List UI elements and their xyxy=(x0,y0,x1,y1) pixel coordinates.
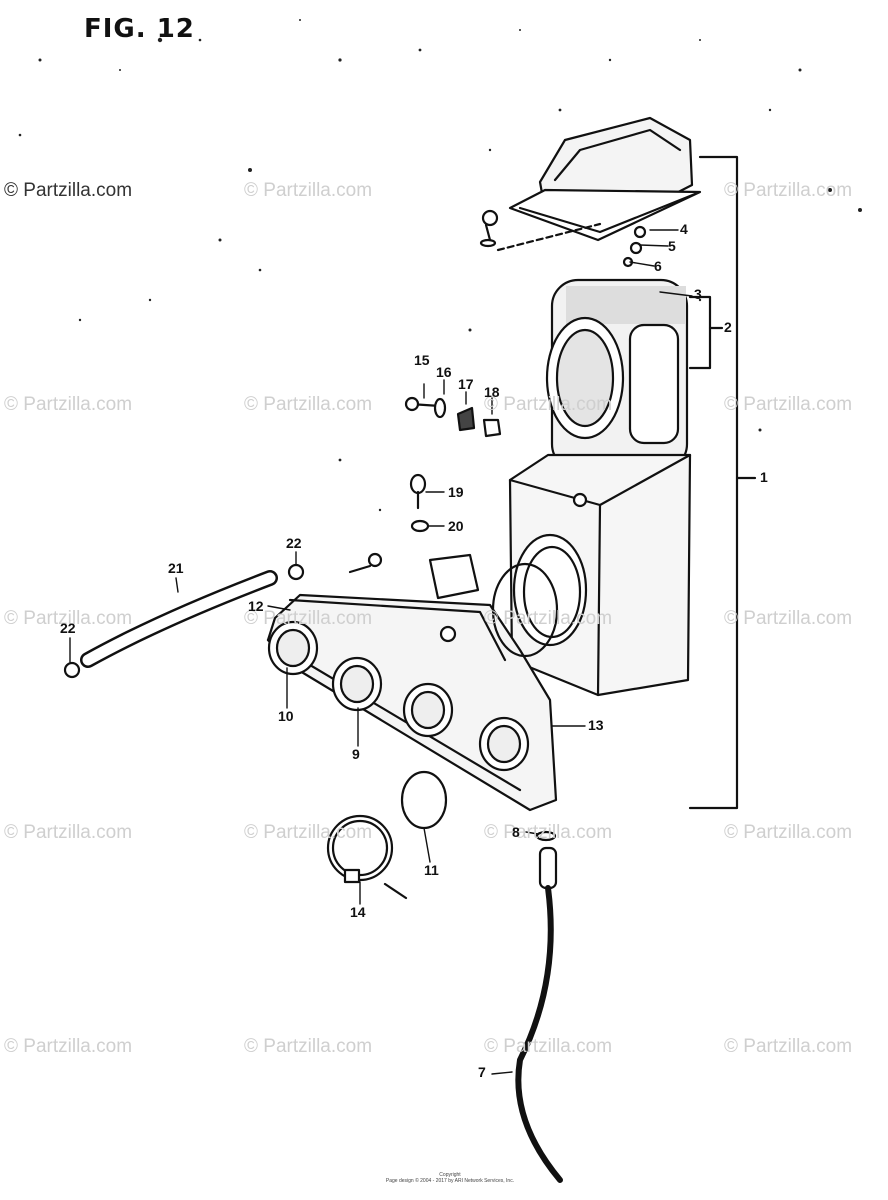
callout-part-4[interactable]: 4 xyxy=(680,221,688,237)
watermark: © Partzilla.com xyxy=(4,180,133,201)
callout-part-12[interactable]: 12 xyxy=(248,598,264,614)
watermark: © Partzilla.com xyxy=(484,822,613,843)
watermark: © Partzilla.com xyxy=(244,822,373,843)
scan-noise xyxy=(18,19,862,512)
watermark: © Partzilla.com xyxy=(4,394,133,415)
watermark: © Partzilla.com xyxy=(724,822,853,843)
callout-part-21[interactable]: 21 xyxy=(168,560,184,576)
watermark: © Partzilla.com xyxy=(4,608,133,629)
callout-part-17[interactable]: 17 xyxy=(458,376,474,392)
callout-part-9[interactable]: 9 xyxy=(352,746,360,762)
watermark: © Partzilla.com xyxy=(724,180,853,201)
watermark: © Partzilla.com xyxy=(484,1036,613,1057)
callout-part-13[interactable]: 13 xyxy=(588,717,604,733)
watermark: © Partzilla.com xyxy=(244,180,373,201)
watermark: © Partzilla.com xyxy=(4,822,133,843)
hose-clips xyxy=(63,563,305,679)
callout-part-11[interactable]: 11 xyxy=(424,862,439,878)
air-cleaner-box xyxy=(508,453,692,697)
callout-brackets xyxy=(688,155,757,810)
callout-part-22[interactable]: 22 xyxy=(286,535,302,551)
callout-part-16[interactable]: 16 xyxy=(436,364,452,380)
watermark: © Partzilla.com xyxy=(484,394,613,415)
copyright-notice: Copyright Page design © 2004 - 2017 by A… xyxy=(380,1172,520,1184)
watermark: © Partzilla.com xyxy=(244,394,373,415)
hose-clamp xyxy=(326,814,408,900)
callout-part-7[interactable]: 7 xyxy=(478,1064,486,1080)
callout-part-15[interactable]: 15 xyxy=(414,352,430,368)
callout-part-10[interactable]: 10 xyxy=(278,708,294,724)
cover-bolt-parts xyxy=(622,225,647,268)
filter-element xyxy=(545,278,689,472)
watermark: © Partzilla.com xyxy=(724,394,853,415)
watermark: © Partzilla.com xyxy=(724,1036,853,1057)
callout-part-2[interactable]: 2 xyxy=(724,319,732,335)
leader-lines xyxy=(69,229,693,1075)
bolt-19-washer-20 xyxy=(409,473,430,533)
copyright-line: Copyright xyxy=(439,1172,461,1178)
figure-title: FIG. 12 xyxy=(84,14,195,44)
watermark: © Partzilla.com xyxy=(4,1036,133,1057)
intake-chamber xyxy=(266,593,558,812)
connector-band xyxy=(348,552,559,658)
callout-part-6[interactable]: 6 xyxy=(654,258,662,274)
air-cleaner-cover xyxy=(508,116,702,242)
breather-hose xyxy=(80,570,278,668)
callout-part-1[interactable]: 1 xyxy=(760,469,768,485)
watermark: © Partzilla.com xyxy=(244,608,373,629)
callout-part-22[interactable]: 22 xyxy=(60,620,76,636)
callout-part-20[interactable]: 20 xyxy=(448,518,464,534)
callout-part-18[interactable]: 18 xyxy=(484,384,500,400)
callout-part-3[interactable]: 3 xyxy=(694,286,702,302)
bolt-set xyxy=(404,396,502,438)
callout-part-8[interactable]: 8 xyxy=(512,824,520,840)
watermark: © Partzilla.com xyxy=(484,608,613,629)
cover-screw xyxy=(479,209,602,252)
watermark: © Partzilla.com xyxy=(244,1036,373,1057)
callout-part-19[interactable]: 19 xyxy=(448,484,464,500)
callout-part-5[interactable]: 5 xyxy=(668,238,676,254)
drain-hose xyxy=(515,830,563,1183)
copyright-line: Page design © 2004 - 2017 by ARI Network… xyxy=(385,1178,515,1184)
watermark: © Partzilla.com xyxy=(724,608,853,629)
callout-part-14[interactable]: 14 xyxy=(350,904,366,920)
o-ring xyxy=(400,770,448,830)
